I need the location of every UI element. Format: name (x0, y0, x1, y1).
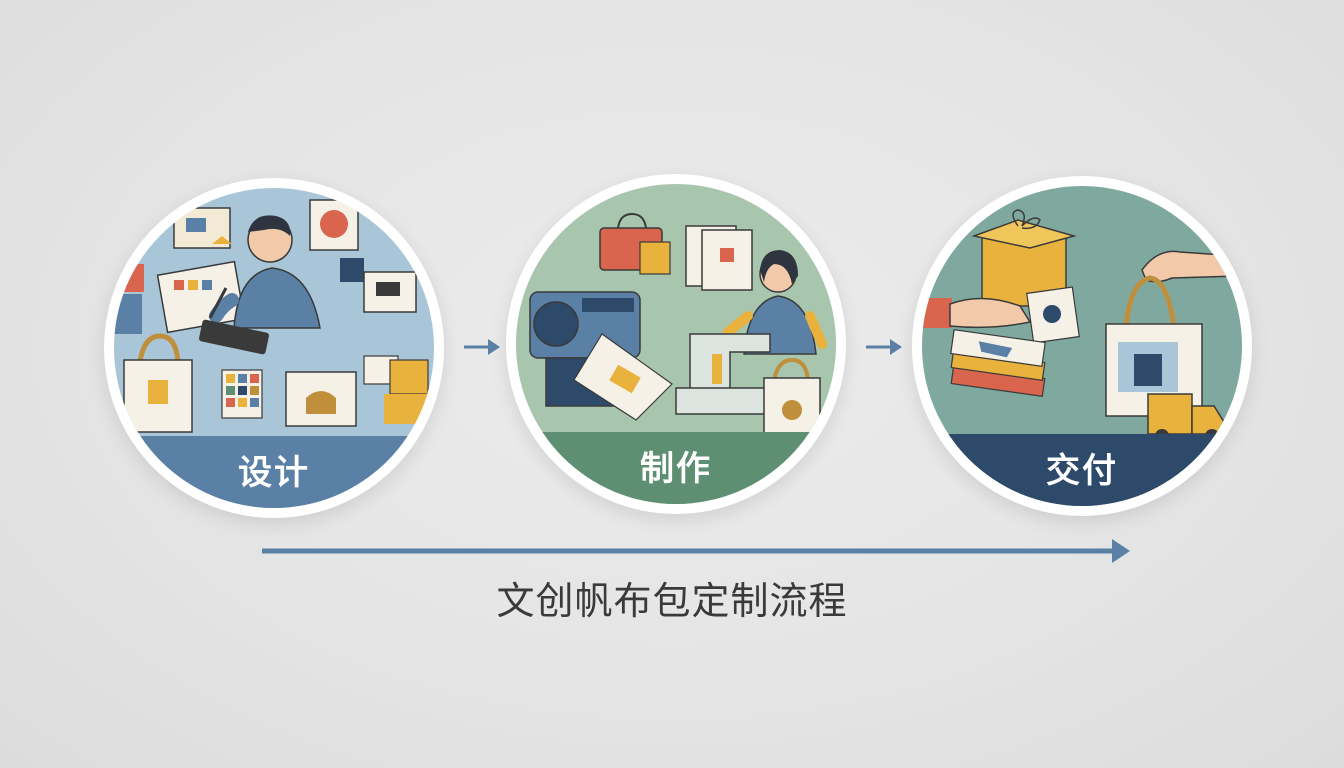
step-delivery-band (922, 434, 1242, 506)
step-design: 设计 (104, 178, 444, 518)
step-production: 制作 (506, 174, 846, 514)
step-design-label: 设计 (238, 453, 310, 493)
arrow-right-icon (866, 339, 902, 355)
process-timeline-arrow (262, 539, 1130, 563)
step-delivery-label: 交付 (1046, 451, 1118, 491)
step-design-illustration: 设计 (114, 188, 434, 508)
step-production-label: 制作 (640, 449, 712, 489)
step-delivery: 交付 (912, 176, 1252, 516)
step-production-illustration: 制作 (516, 184, 836, 504)
printing-and-sewing-icon (529, 212, 827, 443)
step-delivery-illustration: 交付 (922, 186, 1242, 506)
diagram-caption: 文创帆布包定制流程 (496, 579, 848, 623)
arrow-right-icon (464, 339, 500, 355)
package-handoff-delivery-icon (922, 209, 1239, 443)
step-production-band (516, 432, 836, 504)
designer-at-tablet-icon (114, 199, 429, 433)
step-design-band (114, 436, 434, 508)
